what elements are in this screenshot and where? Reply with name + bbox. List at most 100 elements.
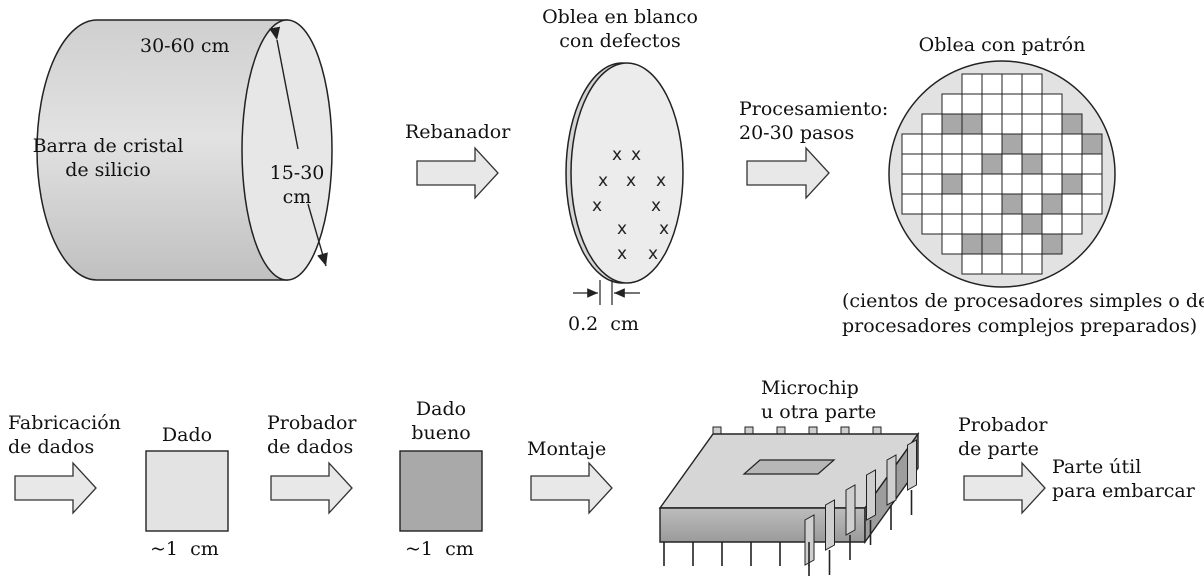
diameter-dimension-upper (269, 26, 299, 150)
wafer-die-cell (981, 153, 1003, 175)
wafer-die-cell (921, 173, 943, 195)
step-mounting-label: Montaje (527, 438, 607, 460)
defect-mark: x (598, 171, 608, 191)
wafer-die-grid (901, 73, 1103, 275)
chip-front-pins (804, 439, 917, 576)
defect-mark: x (612, 145, 622, 165)
wafer-die-cell (1061, 133, 1083, 155)
arrow-die-tester (270, 461, 353, 515)
usable-part-label-line2: para embarcar (1052, 480, 1195, 502)
wafer-die-cell (1041, 173, 1063, 195)
wafer-die-cell (1061, 153, 1083, 175)
wafer-die-cell (901, 153, 923, 175)
defect-mark: x (648, 244, 658, 264)
wafer-die-cell (1061, 113, 1083, 135)
step-dicing-label-line2: de dados (8, 436, 95, 458)
ingot-diameter-line2: cm (282, 186, 312, 208)
wafer-die-cell (1041, 233, 1063, 255)
wafer-die-cell (981, 93, 1003, 115)
wafer-die-cell (1081, 173, 1103, 195)
wafer-die-cell (941, 133, 963, 155)
patterned-wafer-caption-line1: (cientos de procesadores simples o de (842, 290, 1204, 312)
wafer-die-cell (1001, 253, 1023, 275)
wafer-die-cell (1001, 73, 1023, 95)
step-die-tester-label-line2: de dados (267, 436, 354, 458)
chip-pin (866, 469, 876, 521)
ingot-name-line2: de silicio (65, 159, 151, 181)
diameter-dimension-lower (307, 203, 328, 267)
good-die-square (399, 450, 483, 532)
wafer-die-cell (1001, 113, 1023, 135)
wafer-die-cell (901, 133, 923, 155)
wafer-die-cell (961, 173, 983, 195)
arrow-part-tester (963, 461, 1046, 515)
die-title: Dado (161, 424, 213, 446)
wafer-die-cell (1081, 193, 1103, 215)
wafer-die-cell (901, 173, 923, 195)
wafer-die-cell (1021, 153, 1043, 175)
wafer-die-cell (981, 173, 1003, 195)
step-processing-label-line1: Procesamiento: (739, 98, 889, 120)
arrow-slicer (416, 146, 499, 200)
defect-mark: x (617, 219, 627, 239)
wafer-die-cell (921, 193, 943, 215)
wafer-die-cell (941, 193, 963, 215)
wafer-die-cell (961, 133, 983, 155)
good-die-title-line2: bueno (411, 422, 471, 444)
defect-mark: x (626, 171, 636, 191)
wafer-die-cell (981, 193, 1003, 215)
defect-mark: x (656, 171, 666, 191)
wafer-die-cell (1021, 233, 1043, 255)
arrow-mounting (530, 461, 613, 515)
chip-pin (804, 514, 815, 566)
wafer-thickness-label: 0.2 cm (568, 313, 639, 335)
wafer-die-cell (1001, 233, 1023, 255)
defect-mark: x (592, 196, 602, 216)
defect-mark: x (631, 145, 641, 165)
die-square (145, 450, 229, 532)
microchip (658, 426, 920, 576)
good-die-title-line1: Dado (415, 398, 467, 420)
patterned-wafer (888, 60, 1116, 288)
ingot-end-face (241, 19, 333, 281)
wafer-die-cell (1061, 213, 1083, 235)
arrow-processing (746, 146, 830, 200)
arrow-dicing (14, 461, 97, 515)
wafer-die-cell (1001, 213, 1023, 235)
wafer-die-cell (1021, 113, 1043, 135)
step-part-tester-label-line2: de parte (958, 438, 1039, 460)
wafer-die-cell (1001, 133, 1023, 155)
blank-wafer-title-line1: Oblea en blanco (542, 6, 698, 28)
wafer-die-cell (941, 213, 963, 235)
chip-pin (825, 499, 835, 551)
wafer-die-cell (1001, 173, 1023, 195)
patterned-wafer-caption-line2: procesadores complejos preparados) (842, 315, 1198, 337)
wafer-die-cell (981, 113, 1003, 135)
usable-part-label-line1: Parte útil (1052, 456, 1142, 478)
ingot-length-label: 30-60 cm (140, 35, 230, 57)
wafer-die-cell (981, 133, 1003, 155)
blank-wafer-title-line2: con defectos (559, 30, 681, 52)
wafer-die-cell (961, 93, 983, 115)
wafer-die-cell (941, 113, 963, 135)
patterned-wafer-title: Oblea con patrón (918, 34, 1086, 56)
wafer-die-cell (1001, 193, 1023, 215)
wafer-die-cell (1021, 253, 1043, 275)
wafer-die-cell (1081, 153, 1103, 175)
wafer-die-cell (961, 73, 983, 95)
wafer-die-cell (1021, 193, 1043, 215)
step-dicing-label-line1: Fabricación (8, 412, 121, 434)
wafer-die-cell (1081, 133, 1103, 155)
wafer-die-cell (1021, 133, 1043, 155)
defect-mark: x (651, 196, 661, 216)
wafer-die-cell (921, 113, 943, 135)
wafer-die-cell (961, 113, 983, 135)
wafer-die-cell (1061, 173, 1083, 195)
chip-title-line1: Microchip (761, 377, 859, 399)
wafer-die-cell (1061, 193, 1083, 215)
wafer-die-cell (1021, 213, 1043, 235)
chip-pin (886, 454, 897, 506)
wafer-die-cell (961, 213, 983, 235)
wafer-die-cell (1021, 93, 1043, 115)
